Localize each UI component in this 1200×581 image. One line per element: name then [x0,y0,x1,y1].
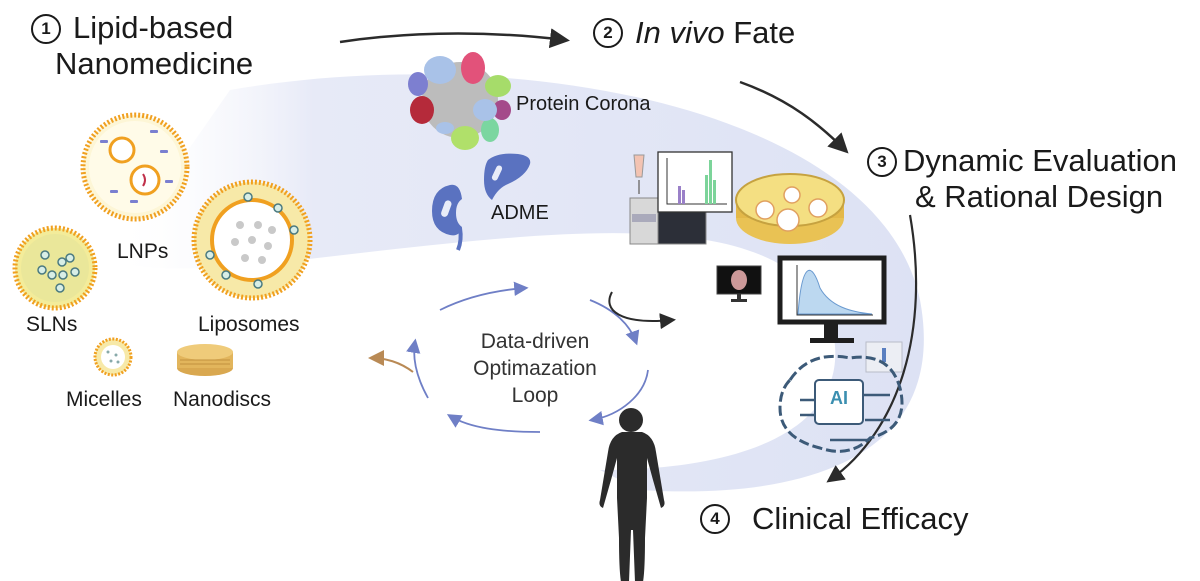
loop-line2: Optimazation [473,357,597,380]
lnp-icon [80,112,190,222]
protein-corona-icon [408,52,511,150]
arrow-step2-to-3 [739,80,849,154]
label-micelles: Micelles [66,388,142,411]
step-3-title: Dynamic Evaluation & Rational Design [903,143,1177,215]
petri-dish-icon [735,173,845,244]
loop-arrow-left [406,338,429,399]
step-1-heading: 1 Lipid-based Nanomedicine [31,10,253,82]
step-1-number: 1 [31,14,61,44]
step-3-heading: 3 Dynamic Evaluation & Rational Design [867,143,1177,215]
mass-spectrometer-icon [629,154,707,245]
step-3-number: 3 [867,147,897,177]
step-1-title-line1: Lipid-based [73,10,234,45]
step-2-heading: 2 In vivo Fate [593,15,795,51]
loop-arrow-right [589,299,640,346]
step-1-title: Lipid-based Nanomedicine [55,10,253,82]
loop-line3: Loop [511,384,559,407]
sln-icon [12,225,98,311]
micelle-icon [93,337,133,377]
label-lnps: LNPs [117,240,169,263]
loop-arrow-bottom-right [588,369,649,426]
loop-arrow-bottom [446,414,541,433]
step-2-title: In vivo Fate [635,15,795,51]
kidney-icon [432,184,463,251]
step-4-number: 4 [700,504,730,534]
label-nanodiscs: Nanodiscs [173,388,272,411]
step-3-title-line2: & Rational Design [915,179,1164,214]
label-protein-corona: Protein Corona [516,93,651,115]
step-2-title-rest: Fate [724,15,796,50]
human-silhouette-icon [599,408,665,581]
loop-exit-brown-arrow [368,350,414,373]
loop-line1: Data-driven [480,330,590,353]
step-4-heading: 4 Clinical Efficacy [700,501,969,537]
arrow-step3-to-4 [826,214,918,483]
label-adme: ADME [491,202,549,224]
nanodisc-icon [177,344,233,376]
ai-brain-icon [778,354,904,453]
step-3-title-line1: Dynamic Evaluation [903,143,1177,178]
label-slns: SLNs [26,313,78,336]
loop-exit-arrow [608,291,676,330]
step-4-title: Clinical Efficacy [752,501,969,536]
arrow-step1-to-2 [339,28,570,49]
step-2-number: 2 [593,18,623,48]
mass-spectrum-chart-icon [657,151,733,213]
pharmacokinetics-monitor-icon [777,255,887,343]
brain-imaging-monitor-icon [716,265,762,302]
loop-arrow-top [439,281,529,311]
liver-icon [484,153,531,200]
label-liposomes: Liposomes [198,313,300,336]
step-1-title-line2: Nanomedicine [55,46,254,81]
liposome-icon [191,179,313,301]
step-2-title-italic: In vivo [635,15,725,50]
ai-label: AI [830,388,848,408]
optimization-loop-label: Data-driven Optimazation Loop [440,328,630,409]
